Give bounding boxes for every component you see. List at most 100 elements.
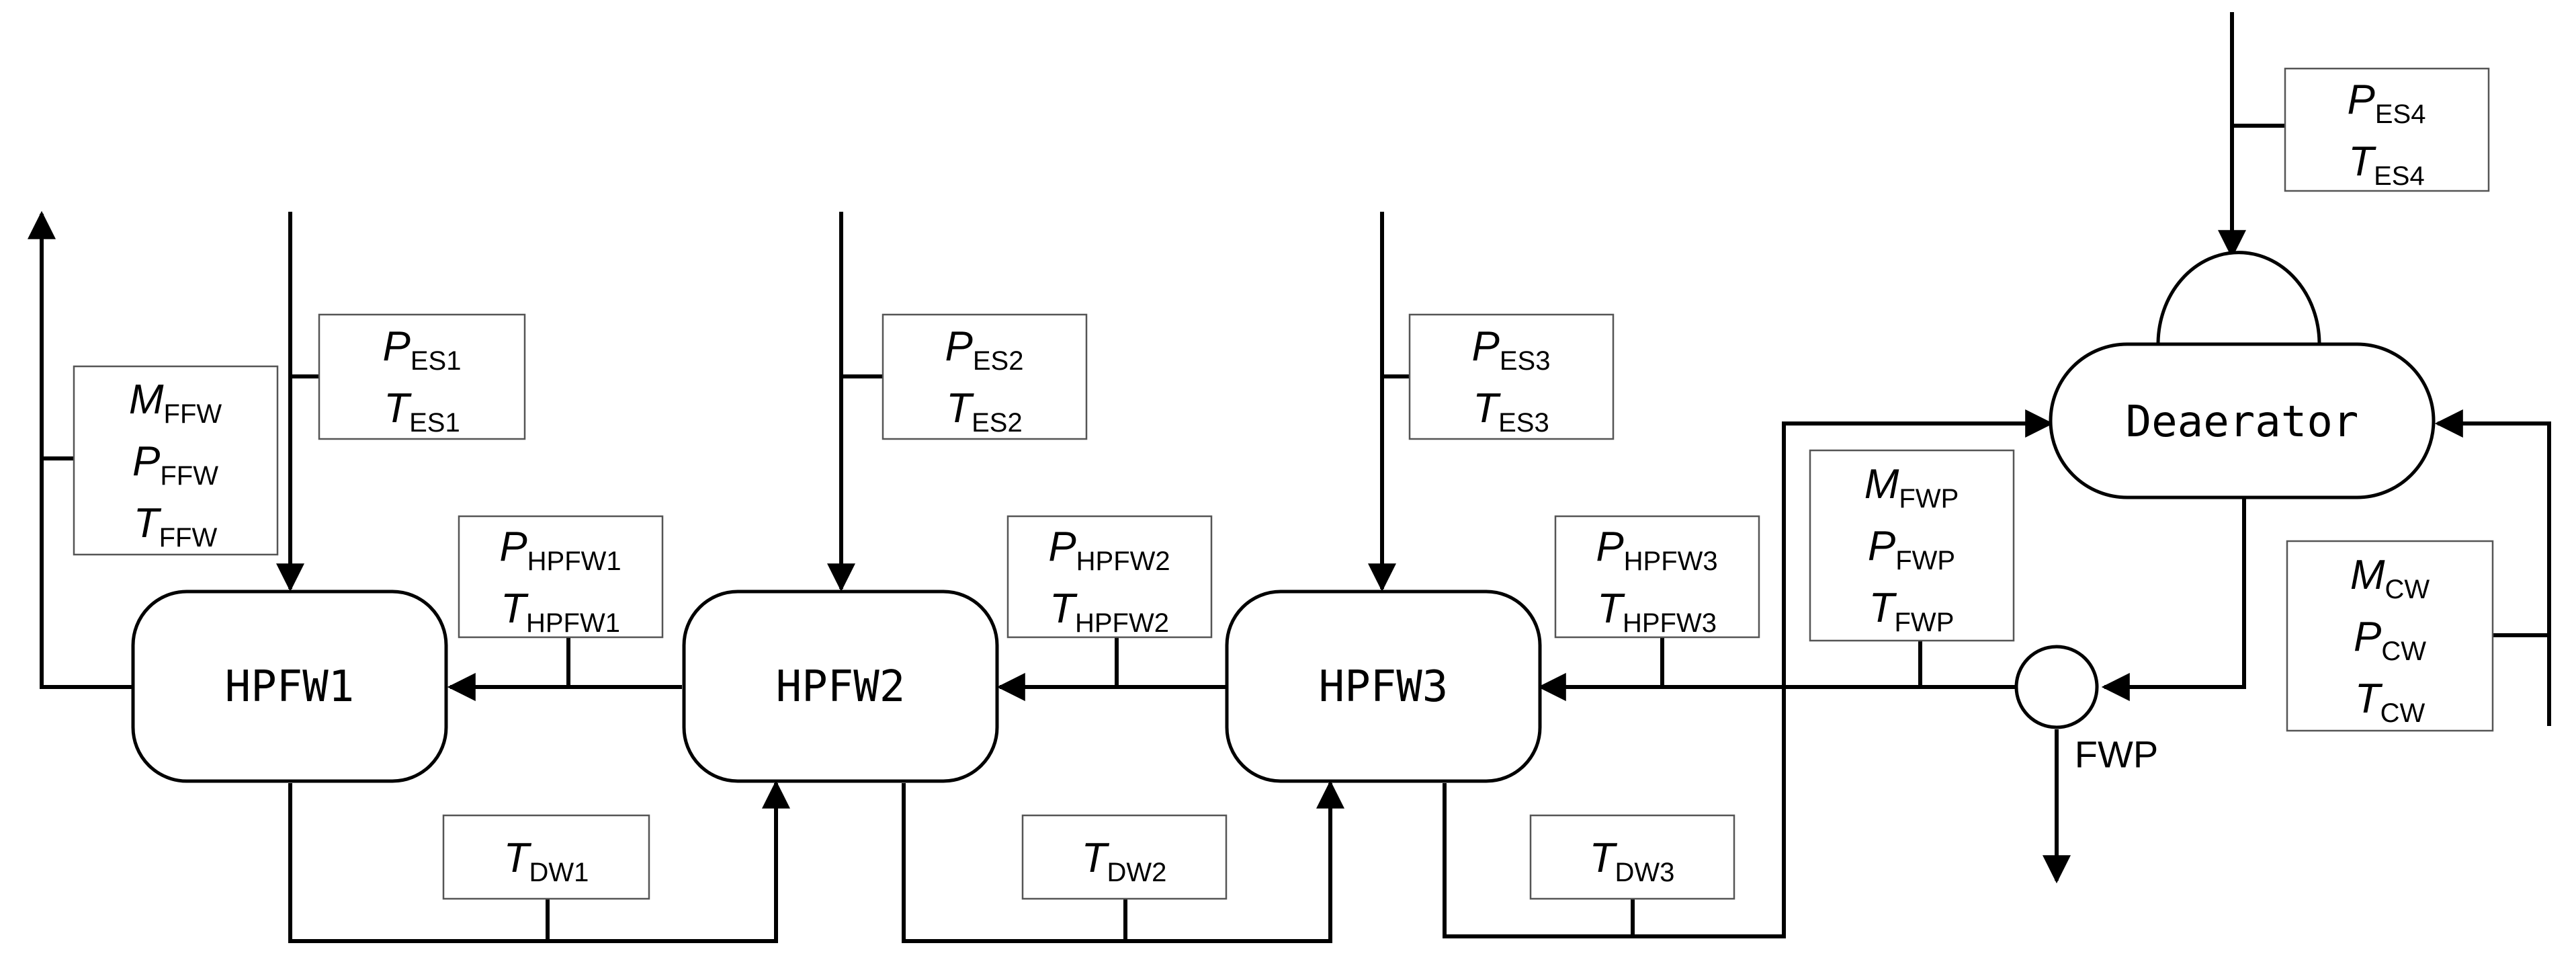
variable-subscript: CW: [2381, 637, 2426, 666]
drain-hpfw3-to-deaerator-line: [1443, 409, 2054, 938]
variable-label: TES2: [946, 385, 1022, 438]
variable-subscript: HPFW1: [526, 608, 620, 638]
variable-subscript: CW: [2380, 698, 2425, 728]
variable-symbol: P: [1596, 524, 1623, 570]
dw2-box: [1021, 814, 1228, 900]
drain-hpfw1-line: [288, 780, 790, 943]
hpfw1-unit: [131, 590, 448, 783]
variable-label: PES2: [945, 323, 1024, 376]
variable-symbol: T: [1082, 835, 1110, 881]
variable-label: PFWP: [1868, 523, 1955, 575]
variable-label: TDW1: [504, 835, 589, 887]
variable-label: TES1: [384, 385, 460, 438]
variable-subscript: HPFW2: [1075, 608, 1169, 638]
variable-label: PES1: [383, 323, 462, 376]
variable-subscript: ES4: [2374, 161, 2425, 191]
variable-label: TFFW: [134, 500, 218, 553]
variable-symbol: T: [1597, 585, 1625, 632]
deaerator-to-fwp-line: [2101, 497, 2246, 701]
variable-subscript: HPFW3: [1623, 608, 1717, 638]
variable-label: MCW: [2350, 552, 2430, 604]
variable-subscript: FWP: [1895, 608, 1955, 637]
es3-box: [1408, 313, 1615, 440]
variable-label: PHPFW2: [1048, 524, 1170, 576]
variable-label: TDW3: [1590, 835, 1675, 887]
variable-symbol: M: [2350, 552, 2385, 598]
variable-subscript: FFW: [159, 523, 218, 553]
variable-symbol: T: [134, 500, 162, 547]
equipment: HPFW1 HPFW2 HPFW3 Deaerator FWP: [131, 251, 2436, 783]
variable-symbol: T: [501, 585, 529, 632]
fwp-pump: [2014, 645, 2099, 729]
variable-label: PHPFW3: [1596, 524, 1717, 576]
hpfw3-box: [1554, 515, 1760, 639]
variable-label: TFWP: [1869, 585, 1955, 637]
variable-label: THPFW3: [1597, 585, 1717, 638]
hpfw3-unit: [1225, 590, 1542, 783]
variable-subscript: CW: [2385, 575, 2430, 604]
fwp-label: FWP: [2075, 733, 2158, 776]
final-feedwater-line: [28, 210, 134, 689]
variable-label: MFWP: [1864, 461, 1959, 514]
hpfw1-label: HPFW1: [225, 662, 355, 712]
variable-subscript: FWP: [1899, 484, 1959, 514]
variable-subscript: ES1: [409, 408, 460, 438]
variable-symbol: P: [2348, 77, 2375, 123]
variable-subscript: HPFW2: [1076, 547, 1170, 576]
variable-subscript: DW2: [1107, 858, 1166, 887]
es4-box: [2284, 67, 2490, 192]
fwp-box: [1809, 449, 2015, 642]
pipe-network: [28, 12, 2551, 943]
variable-label: PES3: [1472, 323, 1551, 376]
variable-subscript: HPFW3: [1624, 547, 1718, 576]
variable-symbol: T: [504, 835, 532, 881]
variable-label: PHPFW1: [499, 524, 621, 576]
dw3-box: [1529, 814, 1735, 900]
variable-symbol: P: [383, 323, 411, 370]
es2-box: [882, 313, 1088, 440]
hpfw2-label: HPFW2: [776, 662, 906, 712]
variable-symbol: T: [1869, 585, 1897, 631]
variable-symbol: T: [1049, 585, 1078, 632]
variable-symbol: P: [1868, 523, 1895, 569]
variable-label: TCW: [2355, 676, 2425, 728]
variable-subscript: ES4: [2375, 99, 2426, 129]
variable-label: MFFW: [129, 376, 222, 429]
hpfw2-box: [1006, 515, 1213, 639]
deaerator-unit: [2049, 342, 2436, 499]
drain-hpfw2-line: [902, 780, 1344, 943]
variable-label: PFFW: [132, 438, 218, 491]
variable-label: PES4: [2348, 77, 2426, 129]
dw1-box: [442, 814, 650, 900]
variable-symbol: P: [1472, 323, 1500, 370]
variable-subscript: DW1: [529, 858, 589, 887]
variable-subscript: ES2: [972, 408, 1023, 438]
variable-subscript: DW3: [1615, 858, 1674, 887]
variable-symbol: T: [1473, 385, 1501, 432]
variable-subscript: FWP: [1895, 546, 1955, 575]
hpfw3-label: HPFW3: [1319, 662, 1449, 712]
variable-subscript: ES3: [1500, 346, 1551, 376]
variable-symbol: P: [2354, 614, 2381, 660]
condensate-water-line: [2434, 409, 2551, 726]
es1-box: [318, 313, 526, 440]
cw-box: [2286, 540, 2494, 732]
variable-symbol: T: [384, 385, 412, 432]
variable-subscript: ES3: [1498, 408, 1549, 438]
variable-subscript: ES1: [411, 346, 462, 376]
variable-symbol: M: [1864, 461, 1899, 508]
variable-label: TDW2: [1082, 835, 1167, 887]
variable-label: PCW: [2354, 614, 2426, 666]
ffw-box: [73, 365, 279, 556]
variable-symbol: T: [1590, 835, 1618, 881]
variable-subscript: HPFW1: [527, 547, 621, 576]
hpfw1-box: [458, 515, 664, 639]
variable-symbol: P: [499, 524, 527, 570]
variable-symbol: T: [2348, 138, 2376, 185]
variable-symbol: P: [132, 438, 160, 485]
variable-subscript: FFW: [164, 399, 222, 429]
variable-subscript: FFW: [160, 461, 218, 491]
variable-symbol: P: [945, 323, 973, 370]
